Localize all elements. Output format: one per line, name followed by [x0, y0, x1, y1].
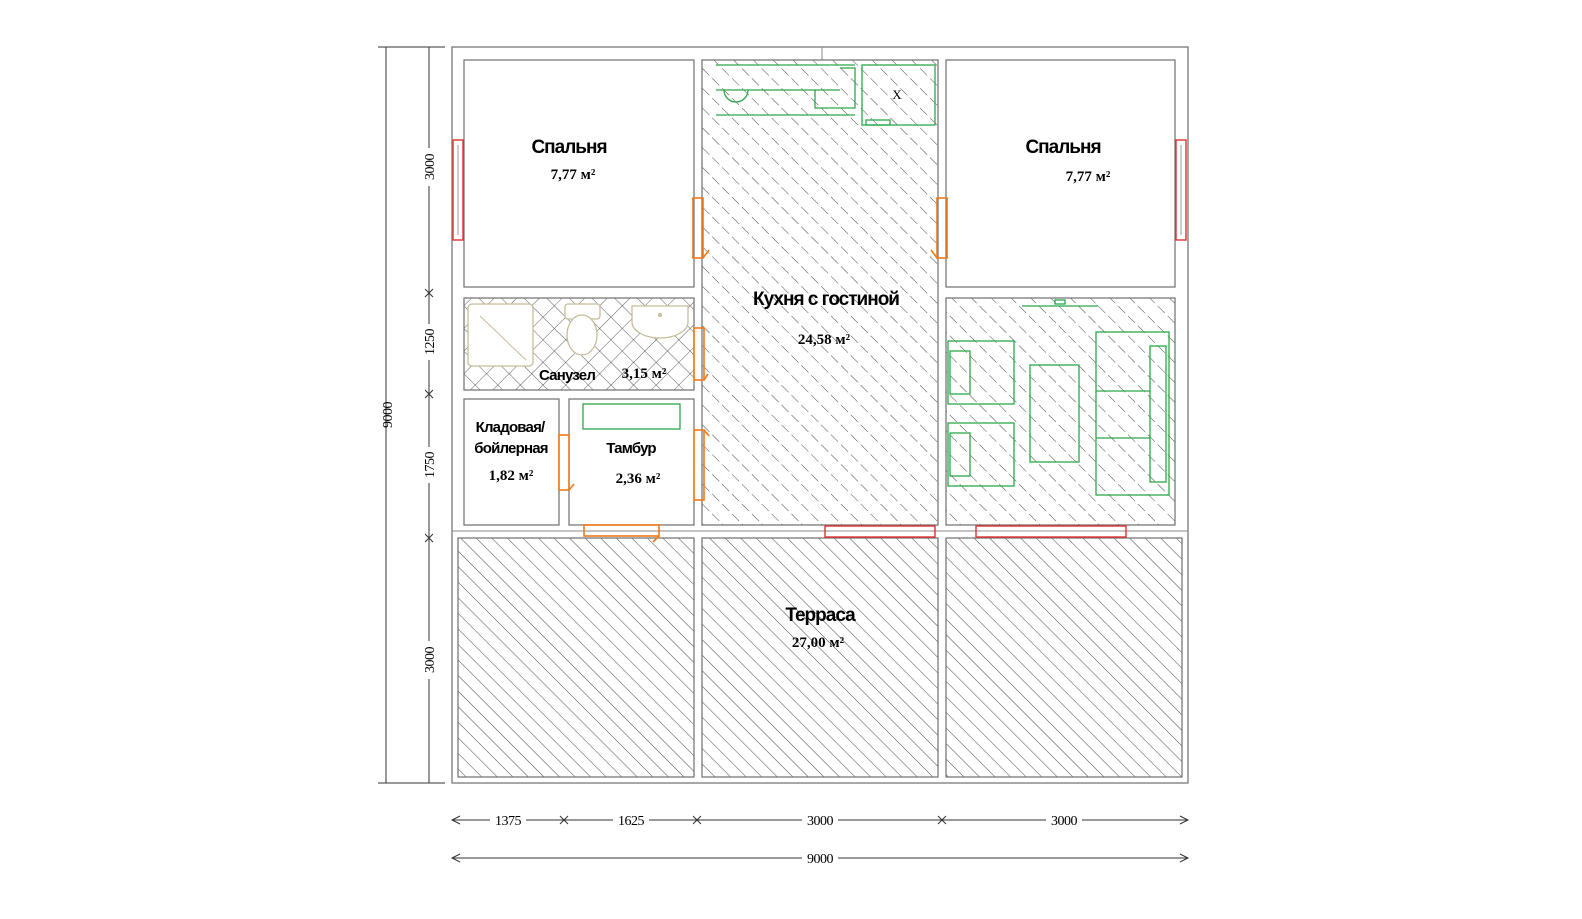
terrace-right [945, 537, 1183, 778]
door-storage[interactable] [558, 434, 575, 491]
window-kitchen-terrace [824, 525, 936, 538]
window-living-terrace [975, 525, 1127, 538]
room-living-area [945, 297, 1176, 526]
room-tambur [568, 398, 695, 526]
door-bedroom-right[interactable] [930, 197, 948, 259]
dimension-vertical-total: 9000 [378, 46, 445, 784]
bathroom-area: 3,15 м² [622, 366, 667, 382]
door-tambur-kitchen[interactable] [693, 429, 710, 501]
svg-text:1625: 1625 [618, 814, 645, 829]
svg-text:9000: 9000 [807, 852, 834, 867]
svg-text:3000: 3000 [807, 814, 834, 829]
kitchen-counter [716, 64, 856, 116]
window-right [1175, 139, 1187, 241]
door-entrance[interactable] [583, 524, 660, 543]
door-bathroom[interactable] [693, 327, 709, 381]
bedroom-left-area: 7,77 м² [551, 167, 596, 183]
window-left [452, 139, 464, 241]
storage-area: 1,82 м² [489, 468, 534, 484]
kitchen-area: 24,58 м² [798, 332, 851, 348]
storage-label-2: бойлерная [474, 440, 547, 457]
kitchen-label: Кухня с гостиной [753, 289, 899, 310]
bedroom-right-label: Спальня [1025, 137, 1100, 158]
armchair-bottom [947, 422, 1015, 487]
tv [1022, 299, 1098, 307]
coffee-table [1029, 364, 1080, 463]
shower-icon [467, 303, 534, 367]
svg-text:1375: 1375 [495, 814, 522, 829]
bedroom-left-label: Спальня [531, 137, 606, 158]
fridge [861, 64, 936, 126]
armchair-top [947, 340, 1015, 405]
terrace-left [457, 537, 695, 778]
room-bedroom-left [463, 59, 695, 288]
svg-text:3000: 3000 [423, 154, 438, 181]
fridge-mark: X [892, 87, 902, 102]
svg-text:3000: 3000 [1051, 814, 1078, 829]
room-kitchen [701, 59, 939, 526]
toilet-icon [564, 303, 601, 356]
dimension-horizontal-segments: 1375 1625 3000 3000 [450, 812, 1190, 829]
room-bedroom-right [945, 59, 1176, 288]
svg-text:1250: 1250 [423, 329, 438, 356]
svg-text:9000: 9000 [381, 402, 396, 429]
terrace-center [701, 537, 939, 778]
bathroom-label: Санузел [539, 367, 595, 384]
dimension-vertical-segments: 3000 1250 1750 3000 [421, 47, 438, 783]
room-storage [463, 398, 560, 526]
dimension-horizontal-total: 9000 [450, 850, 1190, 867]
tambur-area: 2,36 м² [616, 471, 661, 487]
tambur-bench [582, 403, 681, 430]
svg-text:1750: 1750 [423, 452, 438, 479]
sofa [1095, 331, 1170, 496]
bedroom-right-area: 7,77 м² [1066, 169, 1111, 185]
tambur-label: Тамбур [606, 440, 656, 457]
sink-icon [631, 305, 689, 339]
terrace-label: Терраса [785, 605, 856, 626]
svg-text:3000: 3000 [423, 647, 438, 674]
terrace-area: 27,00 м² [792, 635, 845, 651]
door-bedroom-left[interactable] [692, 197, 710, 259]
storage-label-1: Кладовая/ [476, 419, 546, 436]
